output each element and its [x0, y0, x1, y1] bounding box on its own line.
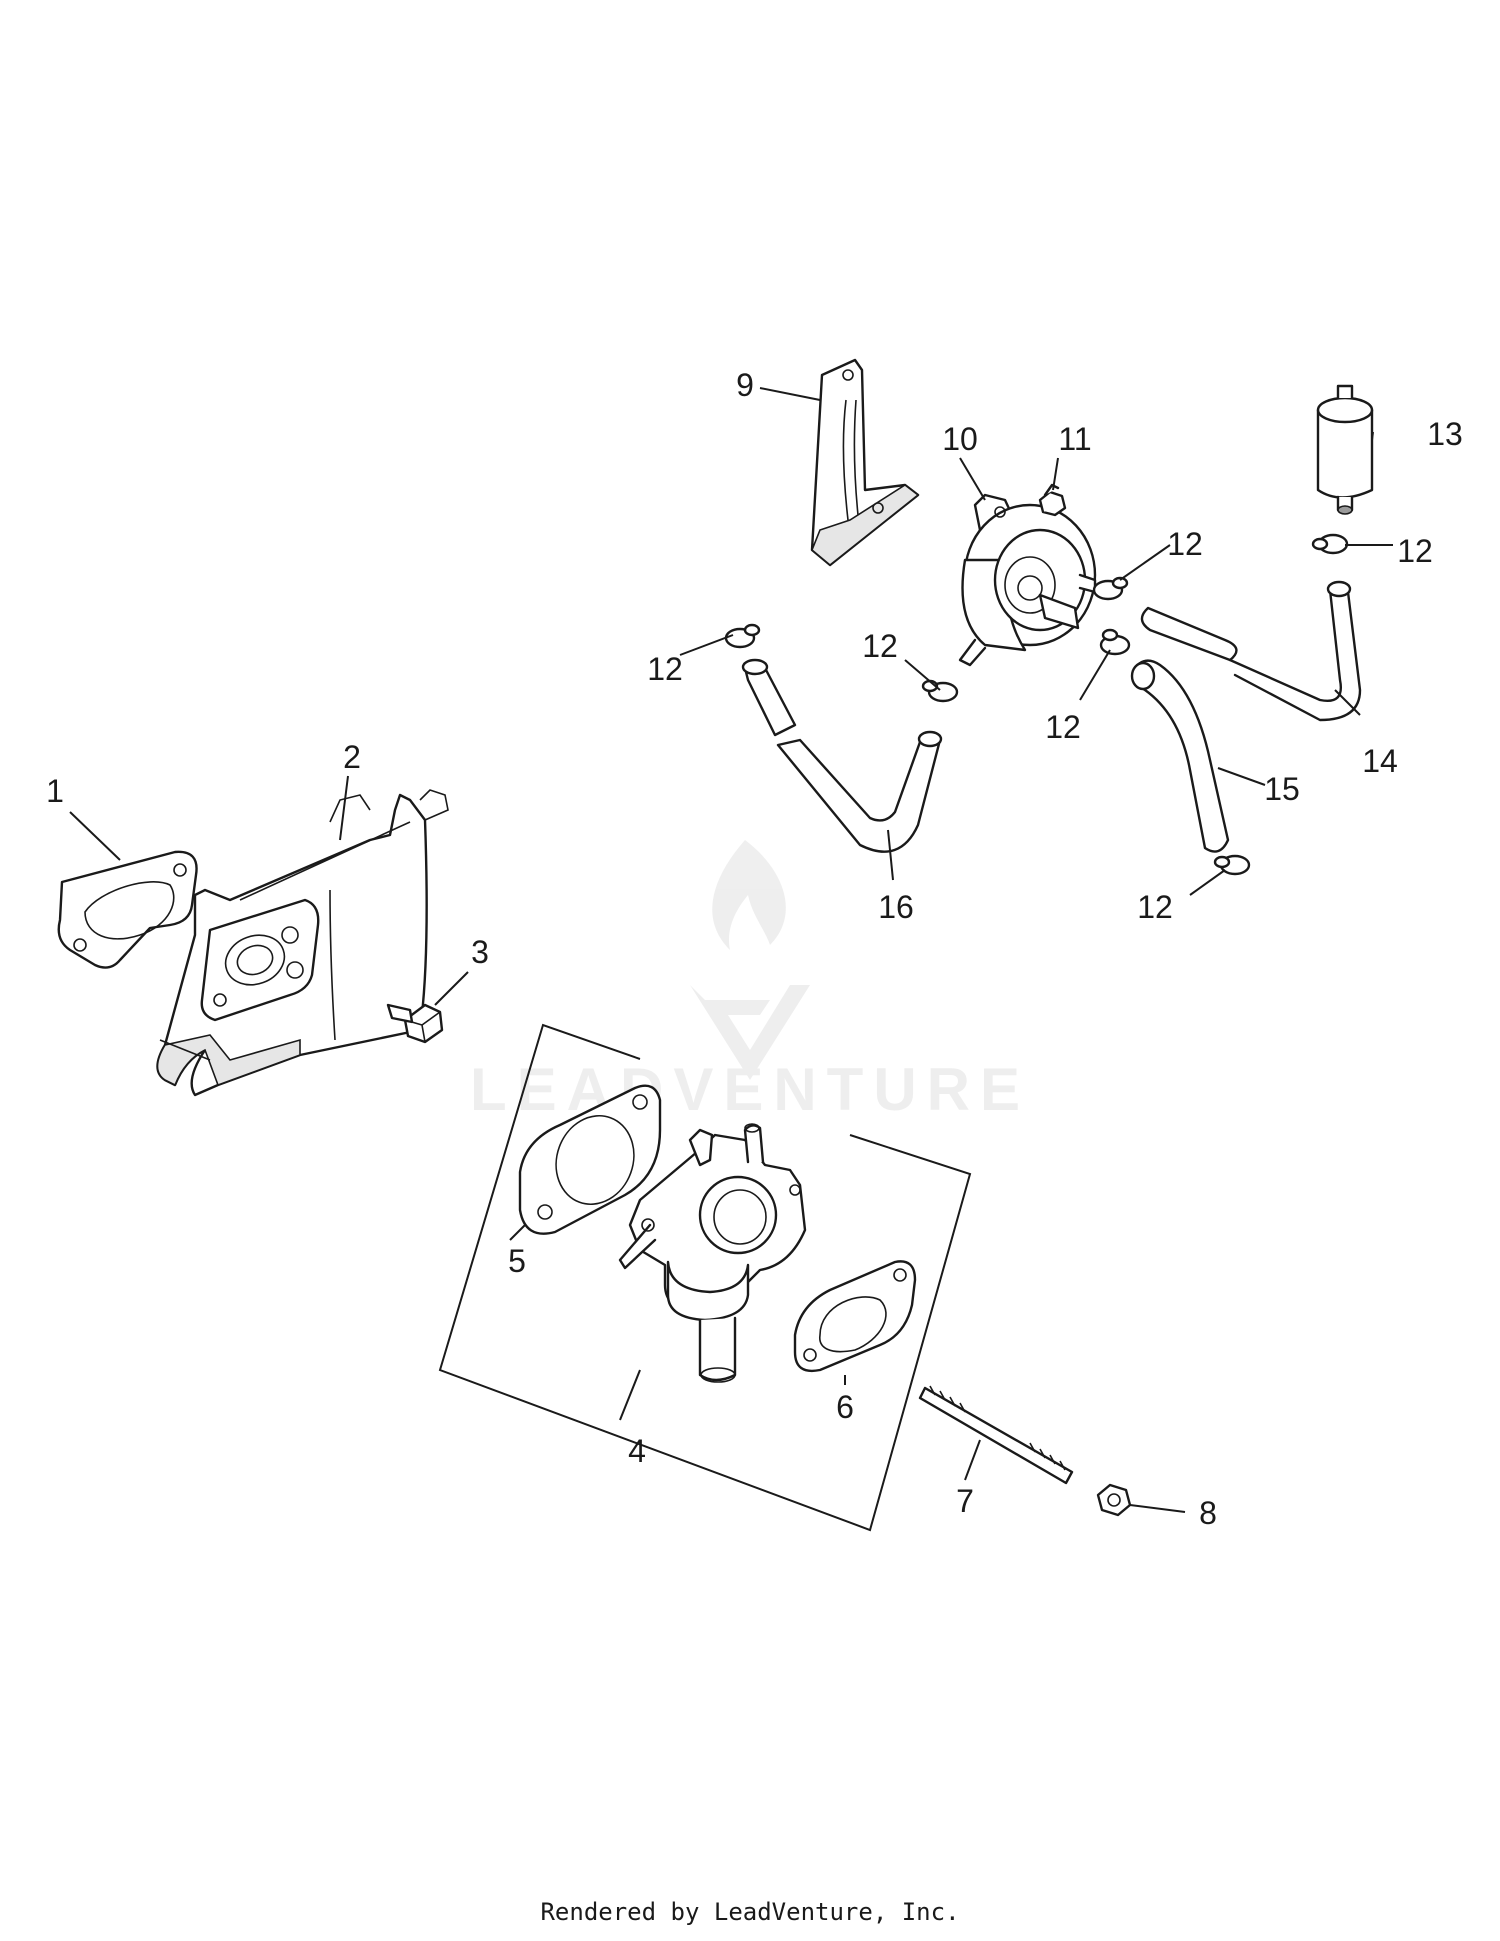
- callout-10: 10: [942, 421, 978, 457]
- callout-4: 4: [628, 1433, 646, 1469]
- part-16-hose: [741, 658, 943, 853]
- callout-3: 3: [471, 934, 489, 970]
- footer-credit: Rendered by LeadVenture, Inc.: [540, 1898, 960, 1926]
- part-3-bolt: [386, 1003, 444, 1044]
- hose-clamp-a: [1092, 576, 1129, 601]
- callout-14: 14: [1362, 743, 1398, 779]
- part-2-shroud: [156, 789, 449, 1097]
- part-1-gasket: [57, 850, 198, 969]
- callout-12a: 12: [1167, 526, 1203, 562]
- watermark-brand: LEADVENTURE: [470, 1056, 1030, 1123]
- callout-12e: 12: [1045, 709, 1081, 745]
- callout-16: 16: [878, 889, 914, 925]
- part-7-stud: [918, 1385, 1074, 1485]
- callout-6: 6: [836, 1389, 854, 1425]
- part-15-hose: [1130, 659, 1230, 853]
- callout-1: 1: [46, 773, 64, 809]
- callout-15: 15: [1264, 771, 1300, 807]
- callout-numbers: 1 2 3 4 5 6 7 8 9 10 11 12 12 12 12 12 1…: [46, 367, 1463, 1531]
- leader-lines: [69, 387, 1393, 1513]
- part-5-gasket: [518, 1084, 662, 1235]
- watermark: LEADVENTURE: [470, 840, 1030, 1123]
- part-13-fuel-filter: [1316, 384, 1374, 515]
- part-14-hose: [1140, 580, 1362, 722]
- callout-12b: 12: [1397, 533, 1433, 569]
- part-4-carburetor-group: [438, 1023, 972, 1532]
- callout-8: 8: [1199, 1495, 1217, 1531]
- callout-7: 7: [956, 1483, 974, 1519]
- callout-13: 13: [1427, 416, 1463, 452]
- part-6-gasket: [793, 1260, 917, 1373]
- callout-2: 2: [343, 739, 361, 775]
- part-10-fuel-pump: [958, 493, 1097, 667]
- part-9-bracket: [810, 358, 920, 567]
- callout-12c: 12: [647, 651, 683, 687]
- callout-5: 5: [508, 1243, 526, 1279]
- callout-12f: 12: [1137, 889, 1173, 925]
- part-8-nut: [1096, 1483, 1132, 1517]
- watermark-v-icon: [690, 985, 810, 1080]
- callout-9: 9: [736, 367, 754, 403]
- hose-clamp-b: [1311, 533, 1349, 555]
- callout-11: 11: [1058, 421, 1091, 457]
- callout-12d: 12: [862, 628, 898, 664]
- watermark-flame-icon: [712, 840, 786, 950]
- part-11-screw: [1038, 483, 1067, 517]
- hose-clamp-d: [921, 679, 959, 703]
- hose-clamp-f: [1213, 854, 1251, 876]
- hose-clamp-e: [1099, 628, 1131, 656]
